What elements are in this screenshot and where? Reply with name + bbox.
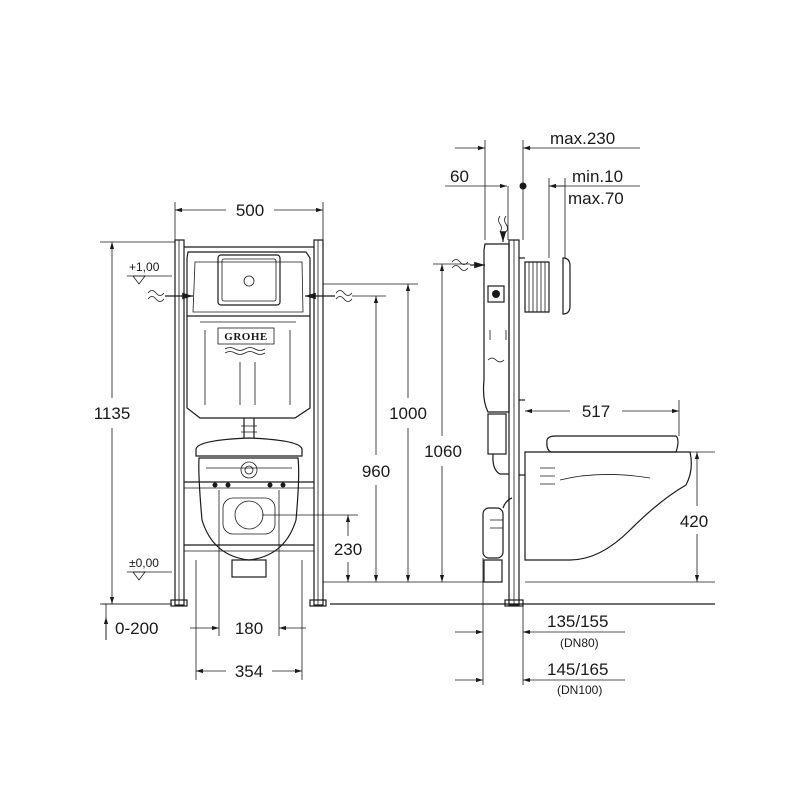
dim-dn80-label: (DN80) (560, 636, 599, 650)
dim-0-200-label: 0-200 (115, 619, 158, 638)
level-zero-marker: ±0,00 (127, 556, 172, 581)
dim-500-label: 500 (236, 201, 264, 220)
water-inlet-left-icon (147, 290, 193, 302)
dim-960-label: 960 (362, 462, 390, 481)
dim-1060-label: 1060 (424, 442, 462, 461)
dim-max-230: max.230 (455, 129, 640, 240)
dim-420-label: 420 (680, 512, 708, 531)
bowl-body (524, 451, 692, 561)
toilet-side-profile (524, 435, 692, 561)
dim-spacing-180: 180 (190, 490, 306, 638)
dim-354-label: 354 (235, 662, 263, 681)
seat-lid (546, 435, 679, 453)
water-inlet-right-icon (305, 290, 353, 302)
dim-height-1000: 1000 (323, 283, 427, 582)
dim-dn100: 145/165 (DN100) (455, 660, 625, 697)
dim-height-230: 230 (262, 514, 362, 582)
cistern: GROHE (186, 251, 311, 419)
dim-spacing-354: 354 (195, 560, 303, 681)
grohe-logo (217, 327, 275, 345)
side-flush-plate (524, 257, 571, 315)
dim-height-1060: 1060 (424, 263, 470, 582)
flush-button-icon (243, 275, 255, 287)
dim-max230-label: max.230 (550, 129, 615, 148)
toilet-bowl-front (195, 437, 303, 578)
dim-dn100-label: (DN100) (557, 683, 602, 697)
grohe-logo-text: GROHE (224, 331, 267, 343)
dim-adjust-0-200: 0-200 (102, 603, 172, 640)
dim-60-label: 60 (450, 167, 469, 186)
front-view: GROHE (94, 201, 470, 681)
dim-1135-label: 1135 (94, 404, 131, 423)
dim-seat-height-420: 420 (680, 451, 715, 582)
flush-pipe (241, 418, 257, 438)
dim-180-label: 180 (235, 619, 263, 638)
frame-left-post (170, 239, 188, 607)
dim-projection-517: 517 (525, 400, 680, 436)
dim-min10-label: min.10 (572, 167, 623, 186)
dim-dn100-range-label: 145/165 (547, 660, 608, 679)
frame-right-post (309, 239, 327, 607)
dim-height-1135: 1135 (94, 241, 175, 605)
dim-517-label: 517 (582, 402, 610, 421)
level-plus-label: +1,00 (129, 260, 160, 274)
dim-min10-max70: min.10 max.70 (548, 167, 640, 258)
dim-1000-label: 1000 (389, 404, 427, 423)
dim-height-960: 960 (352, 295, 390, 582)
level-zero-label: ±0,00 (129, 556, 159, 570)
dim-dn80: 135/155 (DN80) (455, 558, 625, 685)
dim-dn80-range-label: 135/155 (547, 612, 608, 631)
flush-plate (217, 254, 281, 306)
side-water-inlet-icon (451, 215, 508, 271)
side-cistern (482, 243, 513, 583)
side-view: max.230 60 min.10 max.70 1060 (330, 129, 715, 697)
level-plus-marker: +1,00 (127, 260, 172, 285)
reference-point (519, 182, 527, 190)
dim-width-500: 500 (174, 201, 324, 240)
dim-230-label: 230 (334, 540, 362, 559)
side-frame (504, 239, 525, 607)
dim-60: 60 (445, 167, 527, 240)
dim-max70-label: max.70 (568, 189, 624, 208)
waste-bend (231, 559, 267, 578)
